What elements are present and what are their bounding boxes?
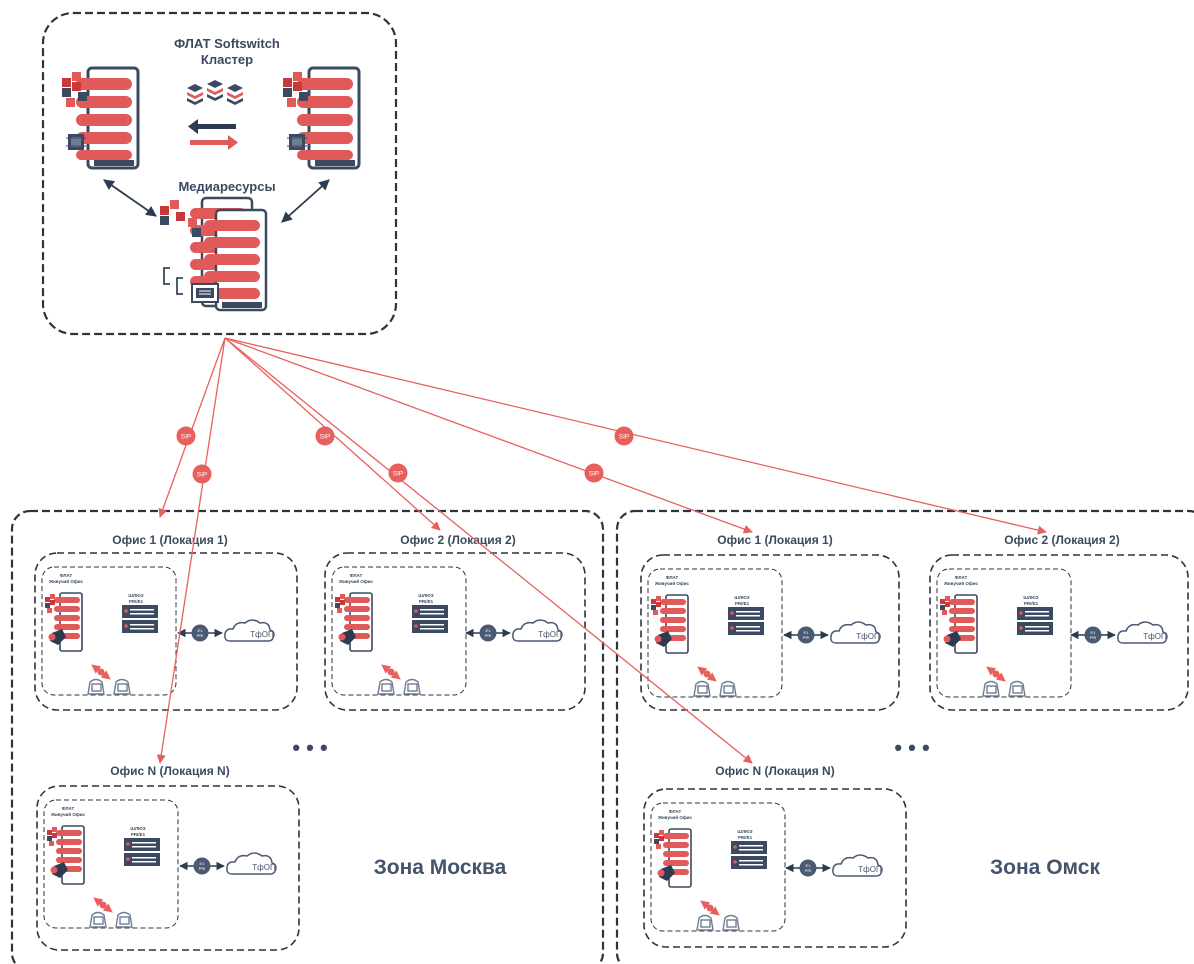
cluster-title-line2: Кластер [201, 52, 253, 67]
sip-badge-label: SIP [393, 471, 403, 478]
zone-omsk-label: Зона Омск [990, 856, 1100, 879]
pstn-cloud-label: ТфОП [252, 863, 276, 872]
survivable-office-server-icon [332, 567, 466, 695]
survivable-office-server-icon [648, 569, 782, 697]
office-title: Офис 2 (Локация 2) [400, 533, 515, 547]
office-border [34, 552, 298, 711]
office-omsk-2: Офис 2 (Локация 2) ТфОП [929, 533, 1189, 711]
zone-omsk-border [615, 509, 1194, 964]
office-moscow-2: Офис 2 (Локация 2) ТфОП [324, 533, 586, 711]
sip-badge: SIP [192, 464, 212, 484]
sip-badge: SIP [614, 426, 634, 446]
pstn-cloud-label: ТфОП [856, 632, 880, 641]
zone-moscow-label: Зона Москва [374, 856, 507, 879]
survivable-office-server-icon [651, 803, 785, 931]
pstn-cloud-label: ТфОП [858, 865, 882, 874]
office-moscow-n: Офис N (Локация N) ТфОП [36, 764, 300, 951]
server-right-icon [281, 66, 361, 170]
sip-line-omsk-n [224, 337, 753, 764]
sip-line-moscow-1 [158, 337, 226, 518]
office-omsk-1: Офис 1 (Локация 1) ТфОП [640, 533, 900, 711]
zone-omsk: Зона Омск [615, 509, 1194, 964]
left-media-link [103, 179, 157, 217]
server-left-icon [60, 66, 140, 170]
sip-line-omsk-2 [224, 337, 1047, 535]
more-offices-ellipsis-omsk: • • • [894, 735, 929, 760]
sip-badge-label: SIP [589, 471, 599, 478]
sip-badge-label: SIP [197, 472, 207, 479]
softswitch-cluster: ФЛАТ Softswitch Кластер Медиаресурсы [41, 11, 398, 336]
sip-badge-label: SIP [181, 434, 191, 441]
zone-moscow-border [10, 509, 605, 964]
cluster-border [41, 11, 398, 336]
office-border [36, 785, 300, 951]
pstn-cloud-label: ТфОП [1143, 632, 1167, 641]
media-label: Медиаресурсы [178, 179, 275, 194]
sip-badge: SIP [584, 463, 604, 483]
survivable-office-server-icon [937, 569, 1071, 697]
sip-line-omsk-1 [224, 337, 753, 534]
survivable-office-server-icon [42, 567, 176, 695]
sip-badge-label: SIP [320, 434, 330, 441]
sip-badge-label: SIP [619, 434, 629, 441]
office-title: Офис N (Локация N) [110, 764, 229, 778]
sip-line-moscow-n [156, 337, 226, 764]
office-omsk-n: Офис N (Локация N) ТфОП [643, 764, 907, 948]
pstn-cloud-label: ТфОП [250, 630, 274, 639]
pstn-cloud-label: ТфОП [538, 630, 562, 639]
right-media-link [281, 179, 330, 223]
more-offices-ellipsis-moscow: • • • [292, 735, 327, 760]
media-servers-icon [160, 196, 268, 312]
sync-arrows-icon [188, 119, 238, 150]
sip-badge: SIP [315, 426, 335, 446]
sip-badge: SIP [388, 463, 408, 483]
office-border [324, 552, 586, 711]
survivable-office-server-icon [44, 800, 178, 928]
sip-badge: SIP [176, 426, 196, 446]
office-moscow-1: Офис 1 (Локация 1) ТфОП [34, 533, 298, 711]
zone-moscow: Зона Москва [10, 509, 605, 964]
office-border [929, 554, 1189, 711]
office-title: Офис 1 (Локация 1) [112, 533, 227, 547]
office-title: Офис 1 (Локация 1) [717, 533, 832, 547]
office-border [643, 788, 907, 948]
office-title: Офис N (Локация N) [715, 764, 834, 778]
office-border [640, 554, 900, 711]
office-title: Офис 2 (Локация 2) [1004, 533, 1119, 547]
layers-icon [187, 80, 243, 105]
cluster-title-line1: ФЛАТ Softswitch [174, 36, 280, 51]
